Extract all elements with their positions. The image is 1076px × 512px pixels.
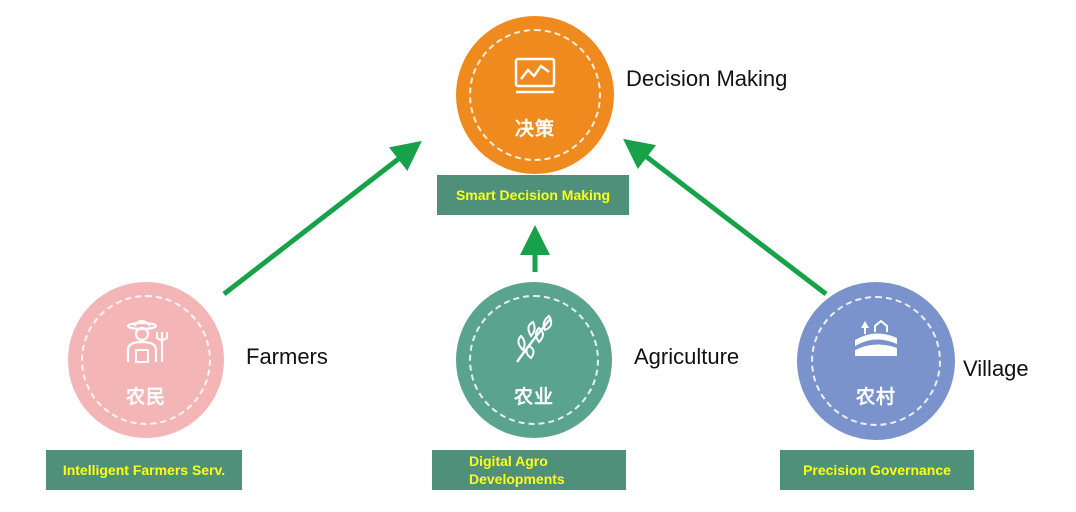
village-cn-label: 农村 bbox=[855, 386, 896, 408]
farmers-circle: 农民 bbox=[68, 282, 224, 438]
farmers-en-label: Farmers bbox=[246, 344, 328, 369]
decision-box: Smart Decision Making bbox=[437, 175, 629, 215]
village-en-label: Village bbox=[963, 356, 1029, 381]
wheat-sprout-icon bbox=[516, 314, 553, 363]
arrow-village-to-decision bbox=[623, 138, 828, 296]
arrow-farmers-to-decision bbox=[222, 140, 422, 296]
village-circle: 农村 bbox=[797, 282, 955, 440]
agriculture-circle: 农业 bbox=[456, 282, 612, 438]
farmers-cn-label: 农民 bbox=[125, 386, 166, 408]
village-box-text: Precision Governance bbox=[803, 462, 951, 478]
farmhouse-field-icon bbox=[855, 319, 897, 356]
agriculture-cn-label: 农业 bbox=[513, 386, 554, 408]
farmers-box: Intelligent Farmers Serv. bbox=[46, 450, 242, 490]
chart-monitor-icon bbox=[514, 57, 556, 94]
decision-en-label: Decision Making bbox=[626, 66, 788, 91]
farmers-box-text: Intelligent Farmers Serv. bbox=[62, 462, 226, 478]
decision-box-text: Smart Decision Making bbox=[455, 187, 611, 203]
decision-circle: 决策 bbox=[456, 16, 614, 174]
decision-dashed-ring bbox=[469, 29, 601, 161]
village-box: Precision Governance bbox=[780, 450, 974, 490]
agriculture-box: Digital Agro Developments bbox=[432, 450, 626, 490]
village-dashed-ring bbox=[811, 296, 941, 426]
agriculture-dashed-ring bbox=[469, 295, 599, 425]
farmer-icon bbox=[126, 319, 168, 363]
agriculture-box-line2: Developments bbox=[469, 471, 565, 487]
farmers-dashed-ring bbox=[81, 295, 211, 425]
decision-cn-label: 决策 bbox=[514, 118, 555, 140]
agriculture-box-line1: Digital Agro bbox=[469, 453, 548, 469]
agriculture-en-label: Agriculture bbox=[634, 344, 740, 369]
